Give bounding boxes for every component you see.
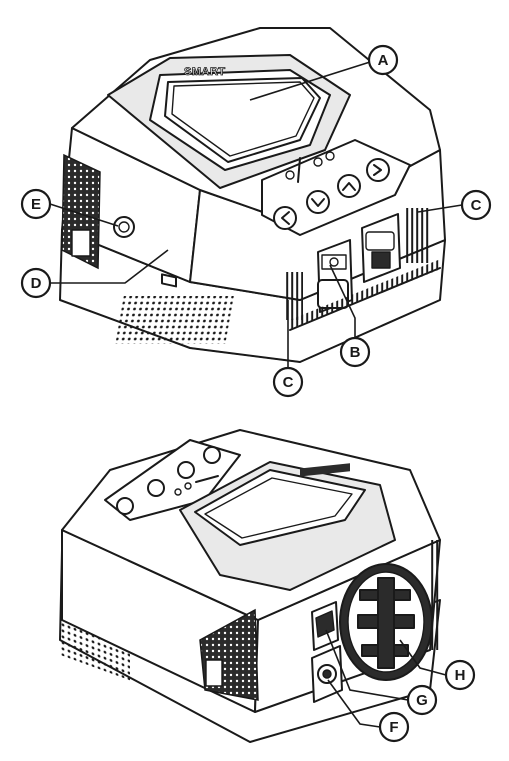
- callout-h: H: [444, 659, 476, 691]
- callout-c-right-label: C: [471, 197, 482, 214]
- callout-g: G: [406, 684, 438, 716]
- callout-c-right: C: [460, 189, 492, 221]
- leader-g: [325, 629, 409, 701]
- charger-rear-view: [59, 429, 441, 743]
- front-vent-right: [405, 208, 430, 263]
- leader-b: [329, 264, 356, 338]
- callout-e: E: [20, 188, 52, 220]
- rear-led-2: [184, 482, 192, 490]
- callout-d: D: [20, 267, 52, 299]
- leader-a: [249, 61, 371, 101]
- leader-lines: [49, 61, 463, 728]
- front-bottom-vents: [290, 259, 440, 330]
- button-down[interactable]: [306, 190, 330, 214]
- callout-f-label: F: [389, 719, 398, 736]
- rear-button-2: [147, 479, 165, 497]
- led-indicator-right: [325, 151, 335, 161]
- output-port-right: [361, 213, 401, 283]
- rear-panel-divider: [195, 475, 219, 483]
- led-indicator-left: [285, 170, 295, 180]
- rear-button-1: [116, 497, 134, 515]
- callout-d-label: D: [31, 275, 42, 292]
- rear-led-1: [174, 488, 182, 496]
- button-back[interactable]: [273, 206, 297, 230]
- power-switch-g: [311, 601, 339, 651]
- callout-g-label: G: [416, 692, 428, 709]
- front-base-edge: [59, 299, 441, 363]
- rear-button-4: [203, 446, 221, 464]
- front-vent-left: [285, 272, 303, 320]
- callout-b-label: B: [350, 344, 361, 361]
- charger-front-view: SMART: [59, 27, 446, 363]
- leader-h: [399, 639, 447, 676]
- callout-c-bottom: C: [272, 366, 304, 398]
- cooling-fan-h: [339, 563, 433, 681]
- rear-button-3: [177, 461, 195, 479]
- led-indicator-mid: [313, 157, 323, 167]
- leader-d: [50, 249, 169, 284]
- button-enter[interactable]: [366, 158, 390, 182]
- leader-e: [49, 203, 119, 227]
- callout-h-label: H: [455, 667, 466, 684]
- brand-logo: SMART: [184, 66, 226, 78]
- lcd-screen-inner: [171, 81, 315, 157]
- rear-right-vent: [430, 540, 440, 650]
- leader-f: [327, 679, 381, 728]
- left-port-e: [113, 216, 135, 238]
- callout-f: F: [378, 711, 410, 743]
- rear-screen-inner: [204, 477, 353, 539]
- callout-a: A: [367, 44, 399, 76]
- leader-c-right: [417, 204, 463, 213]
- callout-c-bottom-label: C: [283, 374, 294, 391]
- button-up[interactable]: [337, 174, 361, 198]
- callout-b: B: [339, 336, 371, 368]
- front-base-dots: [115, 296, 234, 344]
- usb-port-d: [161, 273, 177, 288]
- rear-logo-plate: [205, 659, 223, 687]
- callout-e-label: E: [31, 196, 41, 213]
- callout-a-label: A: [378, 52, 389, 69]
- rear-brand-bar: [300, 463, 350, 477]
- left-side-logo-plate: [71, 229, 91, 257]
- panel-divider: [297, 157, 301, 183]
